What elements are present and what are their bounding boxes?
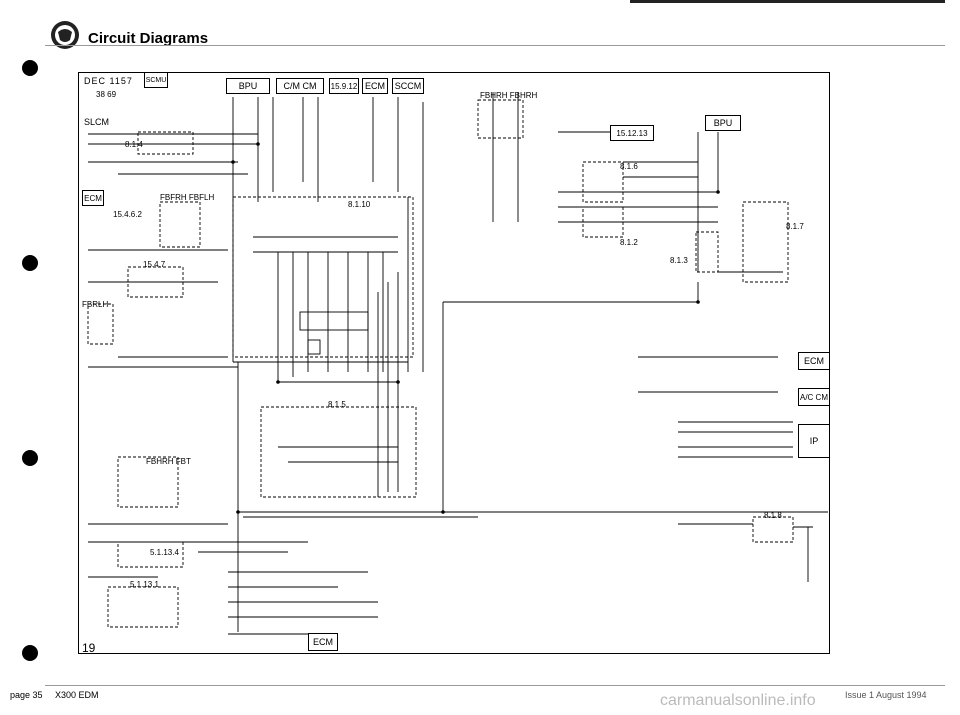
ref-8-1-10: 8.1.10 xyxy=(348,200,371,209)
binder-hole xyxy=(22,60,38,76)
ref-8-1-2: 8.1.2 xyxy=(620,238,638,247)
ref-15-4-7: 15.4.7 xyxy=(143,260,166,269)
diagram-page-number: 19 xyxy=(82,641,96,655)
footer-page: page 35 xyxy=(10,690,43,700)
ref-5-1-13-1: 5.1.13.1 xyxy=(130,580,159,589)
ref-15-12-13: 15.12.13 xyxy=(610,125,654,141)
module-bpu: BPU xyxy=(226,78,270,94)
module-scmu: SCMU xyxy=(144,72,168,88)
ref-15-9-12: 15.9.12 xyxy=(329,78,359,94)
module-ecm-bottom: ECM xyxy=(308,633,338,651)
stamp-line-1: DEC 1157 xyxy=(84,76,133,86)
label-fbrlh: FBRLH xyxy=(82,300,109,309)
top-bar xyxy=(630,0,945,3)
module-bpu-right: BPU xyxy=(705,115,741,131)
label-fbhrh-fbt: FBHRH FBT xyxy=(146,457,191,466)
footer-model: X300 EDM xyxy=(55,690,99,700)
ref-8-1-8: 8.1.8 xyxy=(764,511,782,520)
page-title: Circuit Diagrams xyxy=(88,30,209,47)
label-fbhrh-top: FBHRH FBHRH xyxy=(480,91,538,100)
ref-8-1-5: 8.1.5 xyxy=(328,400,346,409)
jaguar-logo-icon xyxy=(50,20,80,50)
label-slcm: SLCM xyxy=(84,117,110,127)
module-ac-cm: A/C CM xyxy=(798,388,830,406)
module-ip: IP xyxy=(798,424,830,458)
ref-15-4-6-2: 15.4.6.2 xyxy=(113,210,142,219)
header-divider xyxy=(45,45,945,46)
binder-hole xyxy=(22,645,38,661)
circuit-wiring xyxy=(87,92,828,635)
stamp-line-2: 38 69 xyxy=(96,90,117,99)
ref-8-1-6: 8.1.6 xyxy=(620,162,638,171)
label-fbfrh-fbflh: FBFRH FBFLH xyxy=(160,193,215,202)
module-ecm: ECM xyxy=(362,78,388,94)
ref-8-1-3: 8.1.3 xyxy=(670,256,688,265)
module-ecm-right: ECM xyxy=(798,352,830,370)
footer-date: Issue 1 August 1994 xyxy=(845,690,927,700)
ref-5-1-13-4: 5.1.13.4 xyxy=(150,548,179,557)
binder-hole xyxy=(22,450,38,466)
ref-8-1-7: 8.1.7 xyxy=(786,222,804,231)
binder-hole xyxy=(22,255,38,271)
footer-divider xyxy=(45,685,945,686)
module-cm-cm: C/M CM xyxy=(276,78,324,94)
module-sccm: SCCM xyxy=(392,78,424,94)
module-ecm-left: ECM xyxy=(82,190,104,206)
watermark: carmanualsonline.info xyxy=(660,692,816,709)
ref-8-1-4: 8.1.4 xyxy=(125,140,143,149)
